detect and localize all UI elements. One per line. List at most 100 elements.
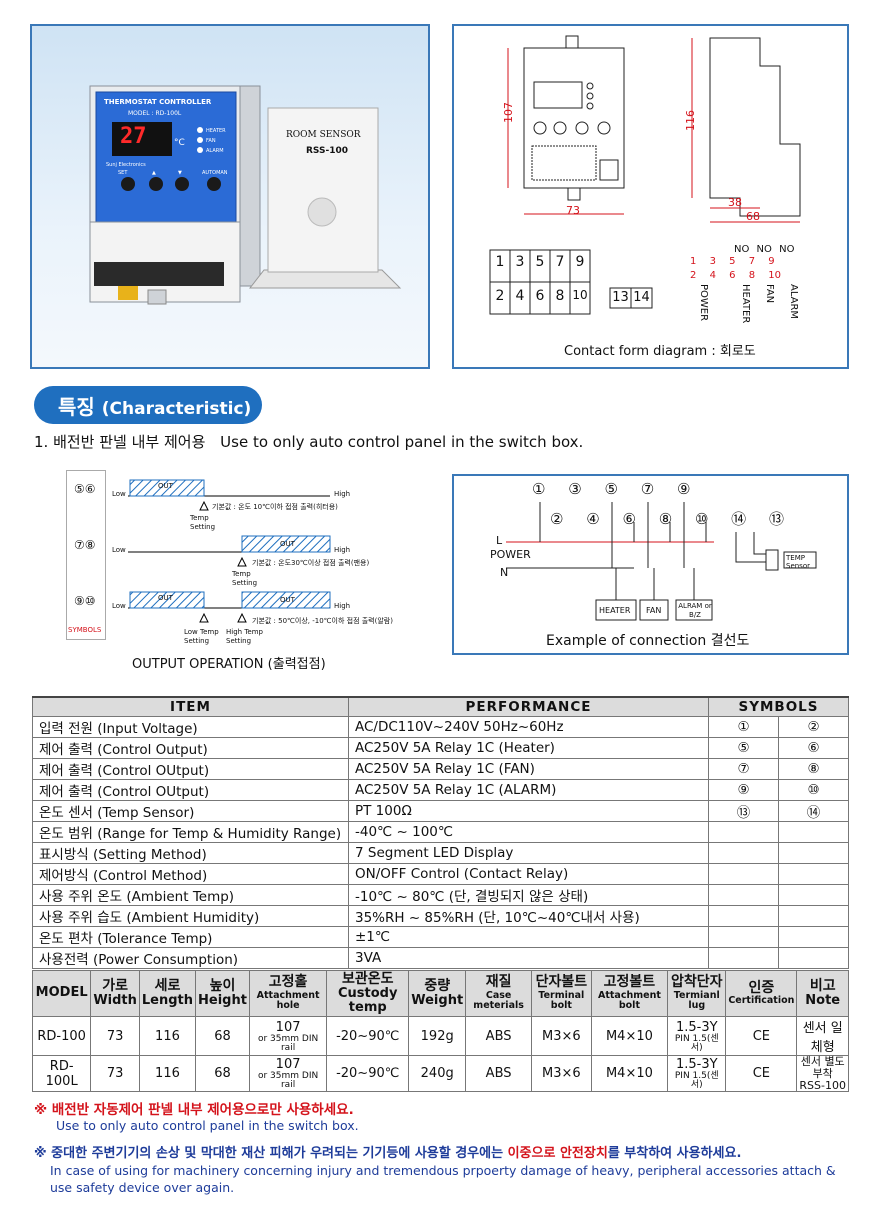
spec-row: 입력 전원 (Input Voltage)AC/DC110V~240V 50Hz…: [32, 716, 849, 739]
spec-header-row: ITEM PERFORMANCE SYMBOLS: [32, 696, 849, 718]
ops-high-1: High: [334, 490, 351, 498]
model-cell-h: 68: [195, 1016, 250, 1056]
spec-row: 온도 편차 (Tolerance Temp)±1℃: [32, 926, 849, 949]
model-header-en: Terminal bolt: [538, 989, 585, 1012]
contact-diagram-caption: Contact form diagram : 회로도: [564, 344, 756, 359]
conn-num: ⑩: [694, 510, 709, 528]
contact-no: NO: [779, 244, 795, 255]
contact-bottom-nums: 2 4 6 8 10: [690, 270, 781, 281]
terminal-number: 2: [495, 288, 505, 304]
conn-fan: FAN: [646, 606, 662, 615]
spec-row: 사용 주위 습도 (Ambient Humidity)35%RH ~ 85%RH…: [32, 905, 849, 928]
spec-symbol-cell: ⑤: [708, 737, 779, 760]
model-cell-cert: CE: [725, 1054, 798, 1093]
feature-1-en: Use to only auto control panel in the sw…: [220, 433, 584, 451]
model-header-en: Width: [93, 993, 137, 1009]
dimension-drawing: [489, 35, 801, 315]
model-cell-h: 68: [195, 1054, 250, 1093]
spec-symbol-cell: [708, 842, 779, 865]
model-cell-l: 116: [138, 1054, 197, 1093]
model-value-ab: M4×10: [605, 1028, 653, 1044]
model-cell-temp: -20~90℃: [326, 1016, 410, 1056]
dim-height-side: 116: [684, 110, 697, 131]
contact-num: 5: [729, 256, 736, 267]
model-value-weight: 240g: [420, 1066, 454, 1082]
sensor-title: ROOM SENSOR: [286, 130, 361, 140]
model-cell-ab: M4×10: [590, 1016, 669, 1056]
spec-item-cell: 제어방식 (Control Method): [32, 863, 349, 886]
model-cell-tb: M3×6: [531, 1016, 592, 1056]
ops-symbols-box: [66, 470, 106, 640]
model-value-hole: 107: [275, 1019, 301, 1035]
spec-item-cell: 사용 주위 온도 (Ambient Temp): [32, 884, 349, 907]
conn-num: ⑭: [731, 510, 747, 528]
model-cell-ab: M4×10: [590, 1054, 669, 1093]
note-1-ko: ※ 배전반 자동제어 판넬 내부 제어용으로만 사용하세요.: [34, 1102, 354, 1118]
spec-symbol-cell: ⑥: [778, 737, 849, 760]
product-photo-panel: THERMOSTAT CONTROLLER MODEL : RD-100L 27…: [30, 24, 430, 369]
connection-drawing: [506, 502, 817, 621]
display-unit: °C: [174, 138, 185, 148]
note-2-ko-a: ※ 중대한 주변기기의 손상 및 막대한 재산 피해가 우려되는 기기등에 사용…: [34, 1146, 508, 1161]
terminal-sensor-row: 13 14: [610, 290, 652, 305]
conn-sensor: TEMP Sensor: [786, 554, 810, 570]
terminal-number: 5: [535, 254, 545, 270]
spec-row: 사용 주위 온도 (Ambient Temp)-10℃ ~ 80℃ (단, 결빙…: [32, 884, 849, 907]
ops-row1-note: 기본값 : 온도 10℃이하 접점 출력(히터용): [212, 503, 338, 511]
model-value-tb: M3×6: [542, 1066, 581, 1082]
spec-row: 표시방식 (Setting Method)7 Segment LED Displ…: [32, 842, 849, 865]
spec-body: 입력 전원 (Input Voltage)AC/DC110V~240V 50Hz…: [32, 716, 849, 970]
ops-high-3: High: [334, 602, 351, 610]
contact-num: 1: [690, 256, 697, 267]
model-value-lug: 1.5-3Y: [675, 1019, 718, 1035]
model-value-note: 센서 일체형: [802, 1021, 843, 1055]
section-title-en: (Characteristic): [101, 399, 252, 419]
model-header-ko: 단자볼트: [535, 974, 588, 991]
connection-diagram-panel: ① ③ ⑤ ⑦ ⑨ ② ④ ⑥ ⑧ ⑩ ⑭ ⑬ L POWER N HEATER…: [452, 474, 849, 655]
spec-symbol-cell: [778, 842, 849, 865]
model-header-en: Attachment hole: [256, 989, 320, 1012]
ops-row2-note: 기본값 : 온도30℃이상 접점 출력(팬용): [252, 559, 370, 567]
model-header-en: Certification: [728, 994, 795, 1006]
output-operation-chart: [128, 479, 331, 623]
model-value-mat: ABS: [485, 1066, 512, 1082]
spec-symbol-cell: [708, 821, 779, 844]
spec-item-cell: 제어 출력 (Control OUtput): [32, 758, 349, 781]
model-header-en: Termianl lug: [673, 989, 720, 1012]
spec-symbol-cell: [778, 821, 849, 844]
spec-header-symbols: SYMBOLS: [708, 696, 849, 718]
spec-symbol-cell: ⑨: [708, 779, 779, 802]
spec-symbol-cell: ⑭: [778, 800, 849, 823]
spec-symbol-cell: [778, 905, 849, 928]
ops-out-3b: OUT: [280, 596, 295, 604]
spec-item-cell: 입력 전원 (Input Voltage): [32, 716, 349, 739]
note-2-ko: ※ 중대한 주변기기의 손상 및 막대한 재산 피해가 우려되는 기기등에 사용…: [34, 1142, 741, 1161]
model-value-temp: -20~90℃: [336, 1028, 400, 1044]
conn-num: ①: [532, 480, 546, 498]
model-value-w: 73: [106, 1066, 124, 1082]
model-value-mat: ABS: [485, 1028, 512, 1044]
sensor-model: RSS-100: [306, 146, 349, 156]
model-value-hole: 107: [275, 1057, 301, 1073]
model-value-h: 68: [214, 1066, 231, 1082]
contact-num: 10: [768, 270, 781, 281]
led-fan-label: FAN: [206, 138, 216, 144]
contact-label-power: POWER: [698, 284, 709, 322]
ops-row1-setting: Temp Setting: [190, 514, 216, 531]
terminal-number: 7: [555, 254, 565, 270]
conn-num: ②: [550, 510, 564, 528]
model-value-h: 68: [214, 1028, 231, 1044]
model-header-ko: 중량: [424, 977, 451, 994]
spec-performance-cell: ON/OFF Control (Contact Relay): [348, 863, 709, 886]
terminal-number: 14: [633, 290, 650, 305]
note-2-ko-c: 를 부착하여 사용하세요.: [607, 1146, 742, 1161]
conn-N: N: [500, 566, 509, 579]
conn-num: ⑨: [676, 480, 691, 498]
spec-performance-cell: AC250V 5A Relay 1C (ALARM): [348, 779, 709, 802]
spec-item-cell: 사용 주위 습도 (Ambient Humidity): [32, 905, 349, 928]
